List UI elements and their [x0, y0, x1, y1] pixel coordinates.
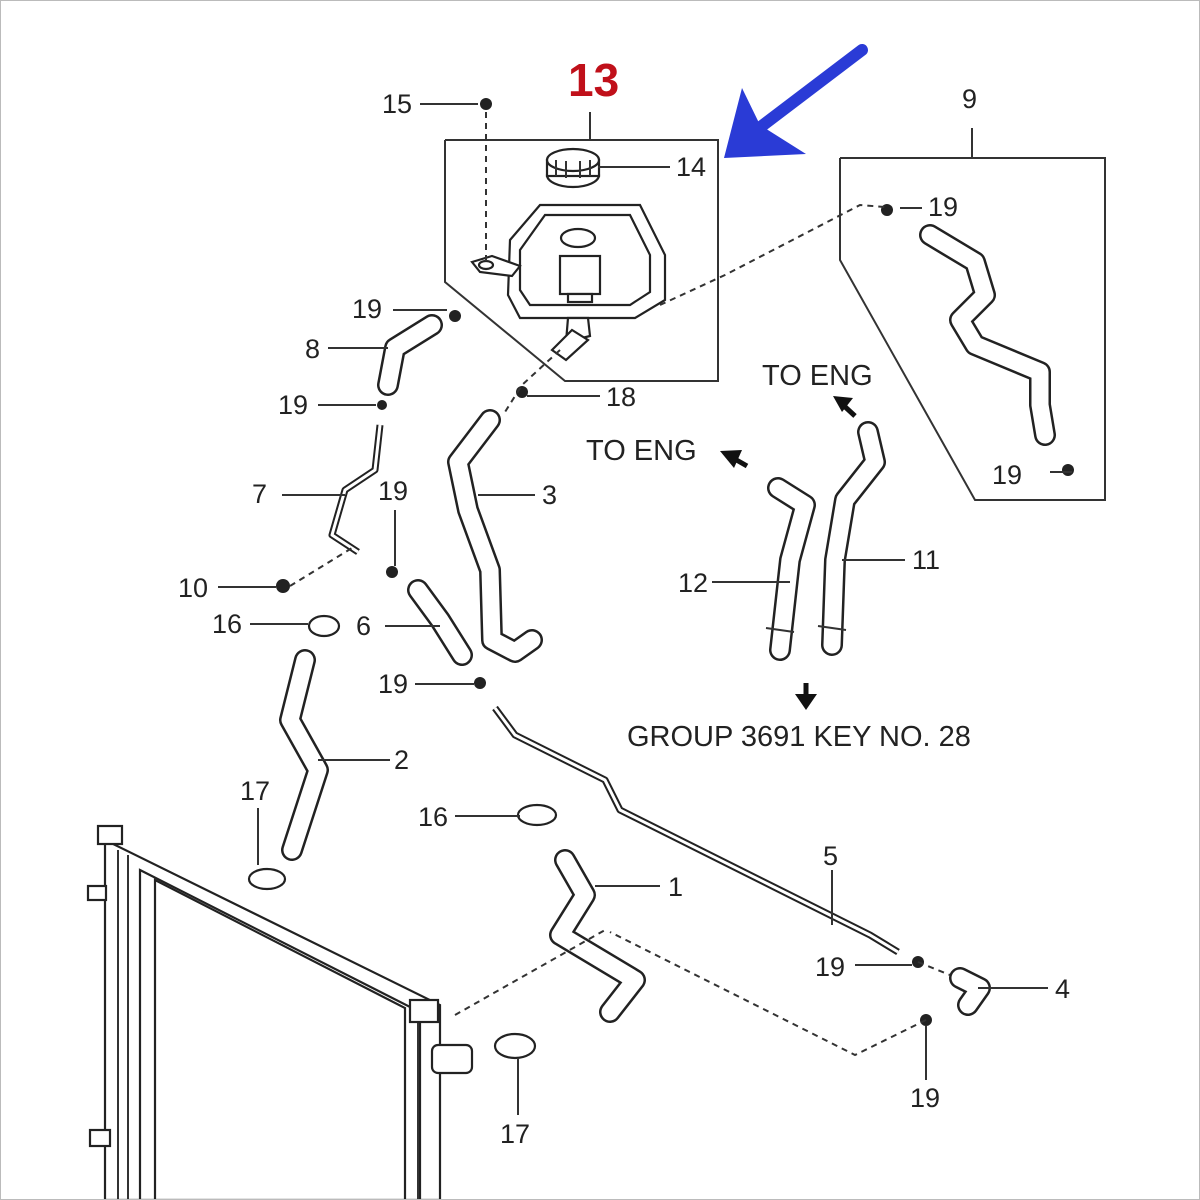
- reservoir-group: [444, 112, 719, 382]
- hose-4: [949, 967, 991, 1016]
- callout-1: 1: [668, 872, 683, 902]
- highlight-callout-13: 13: [568, 54, 619, 106]
- callout-17-b: 17: [500, 1119, 530, 1149]
- clamp-19-lower: [386, 566, 398, 578]
- connector-reservoir-9: [659, 203, 886, 306]
- connector-4a: [917, 961, 951, 976]
- callout-4: 4: [1055, 974, 1070, 1004]
- callout-5: 5: [823, 841, 838, 871]
- connector-4b: [609, 931, 927, 1057]
- clamp-17-upper: [247, 867, 287, 891]
- callout-19-f: 19: [378, 669, 408, 699]
- hose-2: [279, 649, 329, 861]
- callout-19-c: 19: [352, 294, 382, 324]
- pipe-7: [328, 424, 384, 555]
- callout-14: 14: [676, 152, 706, 182]
- connector-18: [504, 349, 561, 413]
- clamp-19-top: [449, 310, 461, 322]
- blue-arrow-icon: [724, 44, 868, 158]
- black-arrow-icon: [833, 396, 857, 418]
- callout-18: 18: [606, 382, 636, 412]
- callout-19-b: 19: [992, 460, 1022, 490]
- callout-3: 3: [542, 480, 557, 510]
- callout-15: 15: [382, 89, 412, 119]
- black-arrow-icon: [720, 450, 749, 469]
- callout-17-a: 17: [240, 776, 270, 806]
- radiator: [86, 824, 474, 1200]
- note-group-reference: GROUP 3691 KEY NO. 28: [627, 721, 971, 753]
- note-to-eng-upper: TO ENG: [762, 360, 873, 392]
- note-to-eng-lower: TO ENG: [586, 435, 697, 467]
- clamp-17-lower: [493, 1032, 537, 1060]
- clamp-16-upper: [307, 614, 341, 638]
- callout-16-b: 16: [418, 802, 448, 832]
- hose-group-9: [839, 128, 1106, 501]
- pipe-5: [492, 705, 900, 955]
- hose-12: [765, 477, 816, 661]
- callout-6: 6: [356, 611, 371, 641]
- clamp-19-mid: [377, 400, 387, 410]
- coolant-reservoir-tank: [470, 203, 667, 362]
- fitting-10: [276, 579, 290, 593]
- callout-19-e: 19: [378, 476, 408, 506]
- callouts: 15 14 9 19 19 19 8 19 7 19 10 16 6 19 3 …: [178, 84, 1070, 1149]
- black-arrow-icon: [795, 683, 817, 710]
- callout-9: 9: [962, 84, 977, 114]
- hose-8: [377, 314, 443, 396]
- hose-6: [407, 579, 473, 666]
- bolt-15: [480, 98, 492, 262]
- callout-19-h: 19: [910, 1083, 940, 1113]
- callout-10: 10: [178, 573, 208, 603]
- hose-1: [549, 849, 646, 1023]
- callout-19-g: 19: [815, 952, 845, 982]
- clamp-16-lower: [516, 803, 558, 827]
- callout-16-a: 16: [212, 609, 242, 639]
- callout-12: 12: [678, 568, 708, 598]
- clamp-19-hose6: [474, 677, 486, 689]
- connector-10: [289, 547, 353, 587]
- callout-2: 2: [394, 745, 409, 775]
- connector-radiator-1: [454, 929, 606, 1016]
- callout-8: 8: [305, 334, 320, 364]
- callout-19-a: 19: [928, 192, 958, 222]
- callout-19-d: 19: [278, 390, 308, 420]
- leader-lines: [218, 103, 1072, 1115]
- reservoir-cap: [545, 147, 601, 189]
- callout-7: 7: [252, 479, 267, 509]
- hose-11: [817, 421, 886, 656]
- hose-3: [447, 409, 543, 663]
- callout-11: 11: [912, 545, 940, 575]
